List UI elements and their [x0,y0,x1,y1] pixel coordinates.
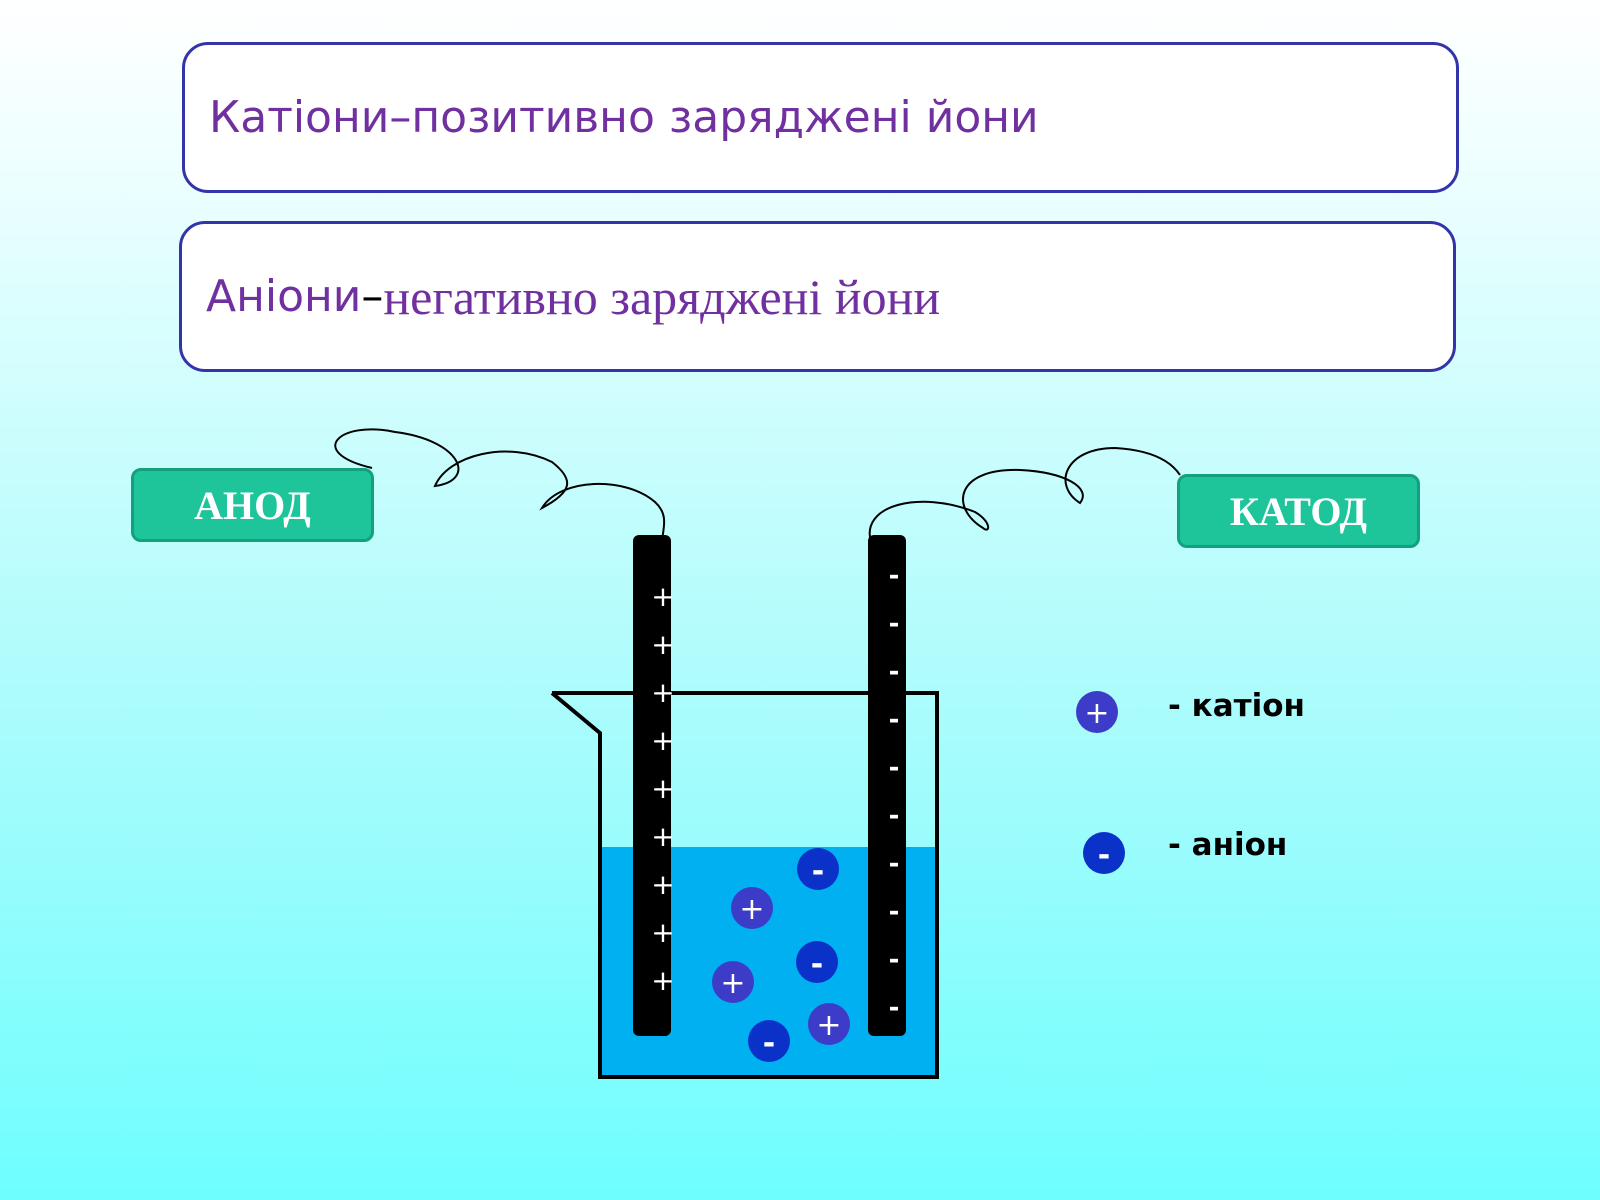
legend-cation-symbol: + [1076,691,1118,733]
cathode-label: КАТОД [1177,474,1420,548]
cathode-minus-sign: - [889,561,900,591]
legend-anion-text: - аніон [1168,827,1288,863]
anode-label: АНОД [131,468,374,542]
cation-ion: + [731,887,773,929]
svg-text:-: - [811,947,823,982]
cation-ion: + [808,1003,850,1045]
anion-description: негативно заряджені йони [383,268,941,325]
cathode-signs: - - - - - - - - - - [889,561,900,1023]
svg-text:+: + [720,966,745,1001]
cathode-electrode [868,535,906,1036]
cation-definition-box: Катіони – позитивно заряджені йони [182,42,1459,193]
cation-term: Катіони [209,92,390,143]
cathode-minus-sign: - [889,657,900,687]
anion-dash: – [361,271,384,322]
svg-text:-: - [763,1026,775,1061]
cathode-minus-sign: - [889,609,900,639]
anode-signs: + + + + + + + + + [651,580,674,997]
legend-cation-text: - катіон [1168,688,1305,724]
anion-term: Аніони [206,271,362,322]
anode-plus-sign: + [651,580,674,613]
cation-dash: – [389,92,412,143]
anode-wire [334,428,666,541]
cation-ion: + [712,961,754,1003]
legend-anion-symbol: - [1083,832,1125,874]
svg-text:+: + [739,892,764,927]
anion-definition-box: Аніони – негативно заряджені йони [179,221,1456,372]
anion-ion: - [748,1020,790,1062]
anode-plus-sign: + [651,676,674,709]
anode-plus-sign: + [651,628,674,661]
cathode-minus-sign: - [889,801,900,831]
anode-plus-sign: + [651,772,674,805]
cathode-minus-sign: - [889,945,900,975]
svg-text:-: - [1098,838,1110,873]
anion-ion: - [796,941,838,983]
svg-text:+: + [816,1008,841,1043]
cathode-wire [868,446,1181,543]
svg-text:+: + [1084,696,1109,731]
cathode-minus-sign: - [889,897,900,927]
cathode-minus-sign: - [889,705,900,735]
cathode-minus-sign: - [889,849,900,879]
anode-plus-sign: + [651,724,674,757]
anode-electrode [633,535,671,1036]
cathode-minus-sign: - [889,753,900,783]
anode-plus-sign: + [651,964,674,997]
cathode-minus-sign: - [889,993,900,1023]
svg-text:-: - [812,854,824,889]
anode-plus-sign: + [651,916,674,949]
anode-plus-sign: + [651,820,674,853]
anion-ion: - [797,848,839,890]
cation-description: позитивно заряджені йони [411,92,1039,143]
anode-plus-sign: + [651,868,674,901]
